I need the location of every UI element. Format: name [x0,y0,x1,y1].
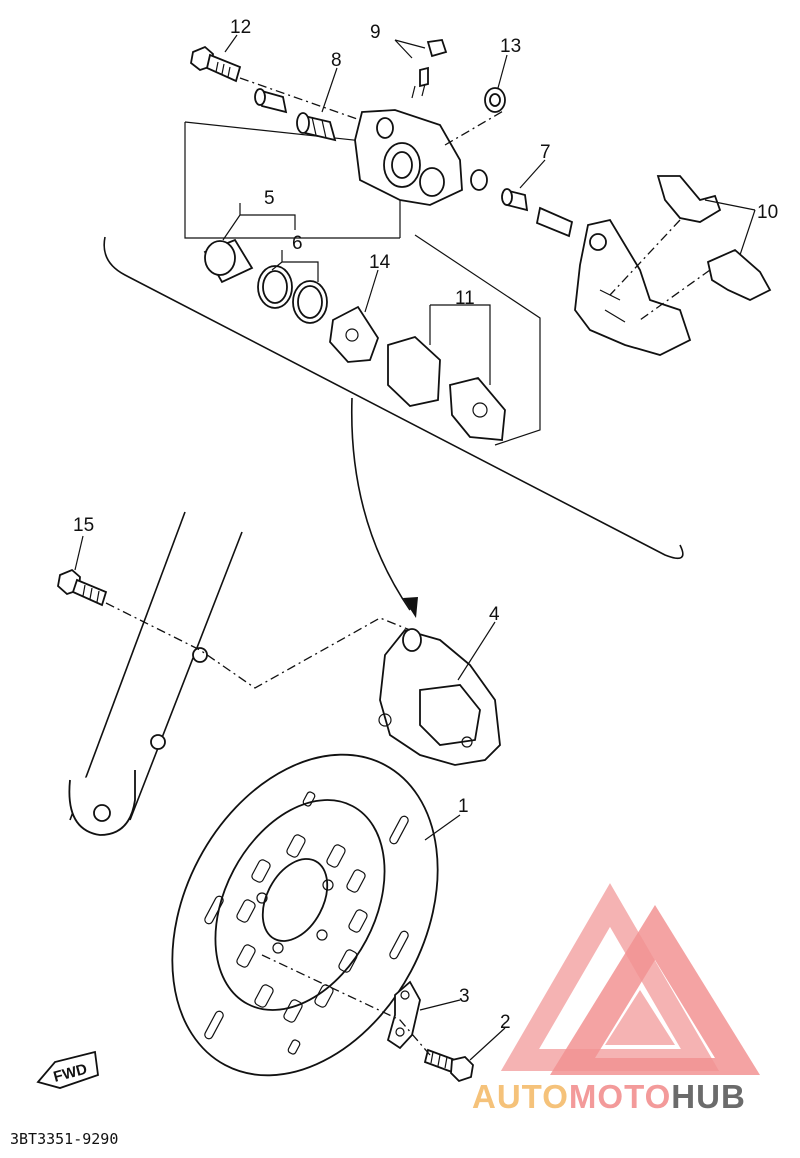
callout-leaders [74,34,756,1061]
callout-2: 2 [500,1012,511,1033]
alignment-line-7 [444,109,506,146]
part-4-caliper-assembly [378,628,501,766]
part-7-pin [501,188,574,238]
part-14-pad-spring [329,305,379,363]
assembly-arrowhead [403,597,418,618]
part-10-clips [656,175,772,301]
part-9-bleed-screw [411,39,448,99]
callout-15: 15 [73,515,94,536]
part-6-seals [257,265,328,324]
callout-13: 13 [500,36,521,57]
callout-5: 5 [264,188,275,209]
callout-11: 11 [455,288,475,309]
part-5-piston [203,238,254,284]
part-8-boot [296,112,337,142]
exploded-view-frame [103,236,684,560]
watermark-text: AUTOMOTOHUB [472,1078,746,1115]
part-15-bolt [57,568,108,607]
part-8-sleeve [254,88,288,114]
callout-6: 6 [292,233,303,254]
assembly-arrow [350,397,411,611]
part-2-bolt [423,1048,474,1083]
callout-4: 4 [489,604,500,625]
pad-group-box [414,234,541,446]
part-13-cap [484,87,506,113]
alignment-line-12 [239,77,361,121]
callout-3: 3 [459,986,470,1007]
diagram-code: 3BT3351-9290 [10,1130,118,1148]
callout-10: 10 [757,202,778,223]
callout-12: 12 [230,17,251,38]
part-12-bolt [190,45,242,83]
watermark-auto: AUTO [472,1078,569,1115]
part-1-brake-disc [171,753,439,1077]
watermark-hub: HUB [671,1078,746,1115]
callout-7: 7 [540,142,551,163]
callout-8: 8 [331,50,342,71]
callout-1: 1 [458,796,469,817]
part-3-lock-washer [386,980,421,1050]
alignment-line-15 [105,602,411,689]
caliper-body [354,109,463,206]
part-11-pads [387,335,506,441]
watermark-logo [500,883,760,1075]
alignment-line-2 [261,954,431,1056]
callout-9: 9 [370,22,381,43]
part-washer [470,169,488,191]
callout-14: 14 [369,252,391,273]
watermark-moto: MOTO [569,1078,671,1115]
alignment-line-10b [639,269,711,321]
caliper-bracket [574,218,692,356]
alignment-line-10 [609,219,681,296]
fwd-direction-badge: FWD [36,1050,99,1089]
fork-leg [68,511,243,836]
